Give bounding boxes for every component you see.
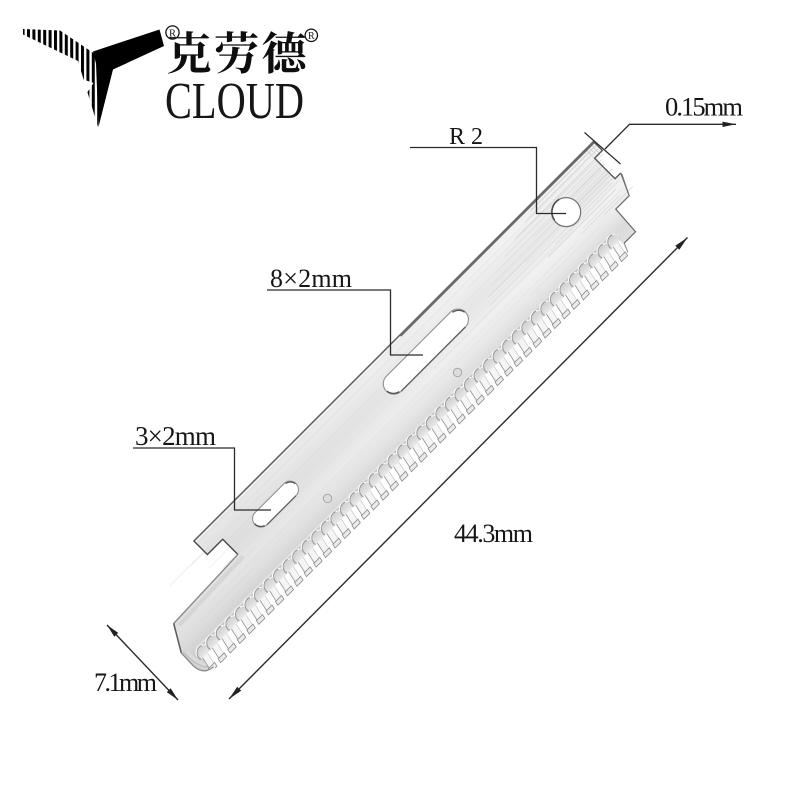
svg-text:R 2: R 2	[449, 124, 483, 150]
svg-text:0.15mm: 0.15mm	[665, 92, 743, 122]
svg-text:3×2mm: 3×2mm	[135, 421, 216, 451]
svg-text:7.1mm: 7.1mm	[94, 668, 157, 697]
svg-text:R: R	[169, 29, 176, 40]
svg-text:R: R	[308, 31, 315, 42]
svg-text:8×2mm: 8×2mm	[270, 264, 352, 293]
svg-text:44.3mm: 44.3mm	[454, 519, 533, 548]
svg-text:CLOUD: CLOUD	[165, 73, 304, 130]
